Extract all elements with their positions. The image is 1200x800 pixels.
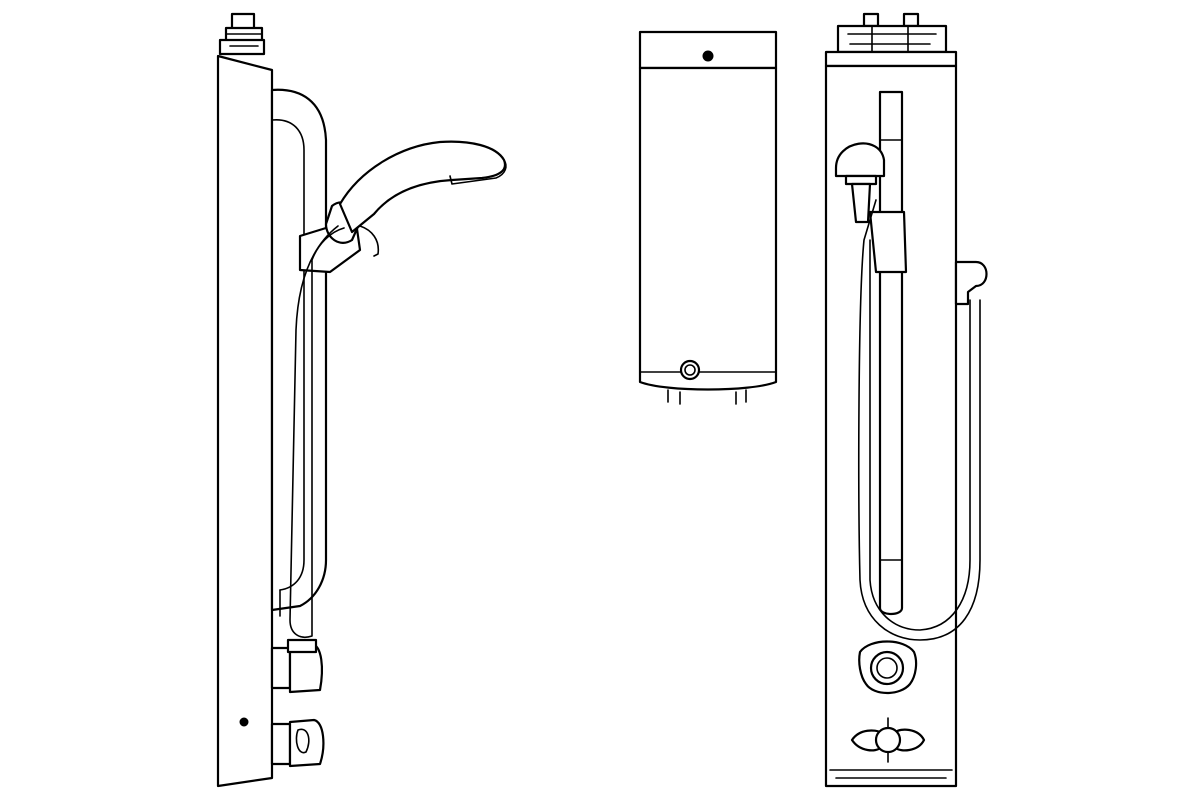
- rear-top-cap: [638, 30, 778, 70]
- front-shower-head: [834, 142, 886, 224]
- front-upper-valve: [858, 640, 918, 695]
- rear-top-hole: [702, 50, 714, 62]
- side-hand-shower: [338, 140, 507, 234]
- side-hose: [289, 225, 345, 638]
- side-rail: [270, 88, 328, 612]
- side-panel-dot: [239, 717, 249, 727]
- front-lower-valve: [850, 717, 926, 763]
- rear-outlet: [679, 359, 701, 381]
- front-top-fitting: [824, 12, 958, 68]
- rear-pins: [667, 389, 747, 405]
- rear-view: [638, 30, 778, 405]
- side-top-fitting: [218, 12, 266, 56]
- front-hose: [858, 199, 981, 641]
- front-rail-holder: [868, 210, 908, 274]
- side-upper-valve: [270, 638, 323, 694]
- rear-panel-body: [638, 66, 778, 391]
- side-view: [216, 12, 507, 788]
- side-panel-body: [216, 54, 274, 788]
- side-lower-valve: [270, 718, 325, 768]
- front-view: [824, 12, 988, 788]
- front-side-outlet: [954, 260, 988, 306]
